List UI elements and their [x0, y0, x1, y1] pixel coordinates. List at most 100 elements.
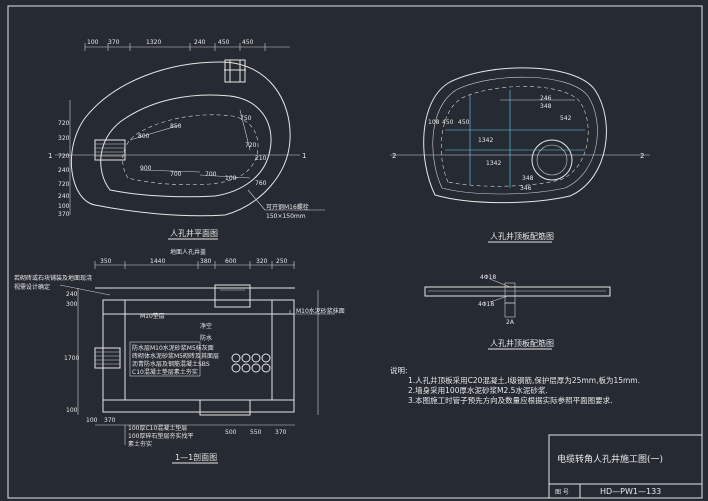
plan-callout-size: 150×150mm — [266, 213, 306, 220]
section-left-dim-2: 1700 — [64, 355, 79, 362]
detail-caption: 人孔井顶板配筋图 — [490, 338, 554, 348]
plan-inner-7: 100 — [225, 175, 237, 182]
plan-inner-8: 750 — [240, 115, 252, 122]
detail-label-top: 4Φ18 — [480, 274, 496, 281]
section-inner-label-2: M10垫层 — [140, 312, 165, 320]
section-layer-0: 防水层M10水泥砂浆M5抹灰面 — [132, 344, 214, 352]
roof-dim-4: 1342 — [486, 160, 501, 167]
plan-dims-left: 720 320 720 240 720 240 100 370 — [58, 120, 70, 218]
notes-heading: 说明: — [390, 365, 408, 375]
section-left-dim-1: 300 — [66, 301, 78, 308]
roof-dim-6: 348 — [522, 175, 534, 182]
plan-dim-left-2: 720 — [58, 153, 70, 160]
plan-dim-top-1: 370 — [108, 39, 120, 46]
section-bottom-note-1: 100厚碎石垫层夯实找平 — [128, 432, 193, 440]
title-block — [548, 434, 703, 499]
plan-dims-top: 100 370 1320 240 450 450 — [87, 39, 254, 46]
drawing-title: 电缆转角人孔井施工图(一) — [557, 453, 663, 465]
plan-inner-dims: 800 850 900 700 720 210 700 100 750 760 — [138, 115, 267, 187]
roof-view — [390, 67, 650, 204]
section-left-dims: 240 300 1700 100 — [64, 291, 79, 414]
plan-inner-0: 800 — [138, 133, 150, 140]
plan-dim-left-3: 240 — [58, 167, 70, 174]
section-bottom-dim-4: 370 — [275, 429, 287, 436]
section-right-callout: M10水泥砂浆抹面 — [296, 307, 345, 315]
plan-dim-left-0: 720 — [58, 120, 70, 127]
plan-dim-top-0: 100 — [87, 39, 99, 46]
roof-dim-7: 346 — [520, 185, 532, 192]
detail-section-mark: 2A — [506, 319, 515, 326]
section-caption: 1—1剖面图 — [175, 452, 217, 462]
notes-item-2: 2.墙身采用100厚水泥砂浆M2.5水泥砂浆. — [408, 385, 548, 395]
section-dim-top-4: 320 — [256, 258, 268, 265]
section-dim-top-5: 250 — [276, 258, 288, 265]
section-left-callout-1: 视需设计确定 — [14, 283, 50, 291]
section-dim-top-0: 350 — [100, 258, 112, 265]
notes-item-1: 1.人孔井顶板采用C20混凝土,I级钢筋,保护层厚为25mm,板为15mm. — [408, 375, 640, 385]
drawing-number: HD—PW1—133 — [600, 487, 661, 496]
section-bottom-note-2: 素土夯实 — [128, 440, 152, 448]
section-layer-2: 沥青防水层及钢筋混凝土SBS — [132, 360, 210, 368]
section-bottom-dims: 100 370 500 550 370 — [86, 417, 287, 436]
plan-dim-top-4: 450 — [218, 39, 230, 46]
roof-dims: 108 450 1342 246 1342 542 348 346 348 45… — [428, 95, 572, 192]
section-dim-top-3: 600 — [225, 258, 237, 265]
roof-dim-9: 450 — [458, 119, 470, 126]
plan-inner-2: 900 — [140, 165, 152, 172]
detail-view — [424, 278, 611, 318]
drawing-no-label: 图 号 — [555, 489, 569, 496]
detail-label-bottom: 4Φ18 — [478, 301, 494, 308]
roof-dim-1: 450 — [442, 119, 454, 126]
section-bottom-notes: 100厚C10混凝土垫层 100厚碎石垫层夯实找平 素土夯实 — [128, 424, 193, 448]
roof-section-mark-left: 2 — [392, 152, 396, 160]
plan-dim-top-3: 240 — [194, 39, 206, 46]
roof-dim-2: 1342 — [478, 137, 493, 144]
section-layer-3: C10混凝土垫层素土夯实 — [132, 368, 198, 376]
section-bottom-dim-3: 550 — [250, 429, 262, 436]
section-bottom-dim-1: 370 — [104, 417, 116, 424]
plan-section-mark-right: 1 — [302, 152, 306, 160]
notes-item-3: 3.本图施工时管子预先方向及数量应根据实际参照平面图要求. — [408, 395, 613, 405]
plan-dim-left-1: 320 — [58, 135, 70, 142]
plan-inner-1: 850 — [170, 123, 182, 130]
plan-inner-9: 760 — [255, 180, 267, 187]
plan-callout-bolt: 可开钢M16螺栓 — [266, 203, 309, 211]
plan-dim-top-2: 1320 — [146, 39, 161, 46]
section-top-label: 地面人孔井盖 — [170, 248, 206, 256]
roof-dim-0: 108 — [428, 119, 440, 126]
plan-view — [55, 43, 325, 217]
section-dim-top-1: 1440 — [150, 258, 165, 265]
section-bottom-dim-2: 500 — [225, 429, 237, 436]
section-view — [59, 261, 335, 445]
notes-block: 说明: 1.人孔井顶板采用C20混凝土,I级钢筋,保护层厚为25mm,板为15m… — [390, 365, 640, 405]
roof-section-mark-right: 2 — [640, 152, 644, 160]
section-left-dim-0: 240 — [66, 291, 78, 298]
roof-caption: 人孔井顶板配筋图 — [490, 231, 554, 241]
section-dims-top: 350 1440 380 600 320 250 — [100, 258, 288, 265]
plan-dim-left-4: 720 — [58, 181, 70, 188]
plan-dim-left-5: 240 — [58, 193, 70, 200]
plan-inner-6: 700 — [205, 171, 217, 178]
section-inner-label-0: 净空 — [200, 322, 212, 330]
section-bottom-note-0: 100厚C10混凝土垫层 — [128, 424, 187, 432]
roof-dim-5: 542 — [560, 115, 572, 122]
plan-dim-top-5: 450 — [242, 39, 254, 46]
plan-dim-left-7: 370 — [58, 211, 70, 218]
plan-inner-5: 210 — [255, 155, 267, 162]
section-left-callout-0: 若砌砖或石块铺装及地面现浇 — [14, 274, 92, 282]
plan-inner-3: 700 — [170, 171, 182, 178]
sheet-border — [7, 5, 703, 499]
plan-inner-4: 720 — [245, 142, 257, 149]
plan-section-mark-left: 1 — [48, 152, 52, 160]
section-dim-top-2: 380 — [200, 258, 212, 265]
section-inner-label-1: 防水 — [200, 334, 212, 342]
plan-caption: 人孔井平面图 — [170, 228, 218, 238]
section-bottom-dim-0: 100 — [86, 417, 98, 424]
roof-dim-3: 246 — [540, 95, 552, 102]
section-left-dim-3: 100 — [66, 407, 78, 414]
section-layer-labels: 防水层M10水泥砂浆M5抹灰面 砖砌体水泥砂浆M5砌砖及其面层 沥青防水层及钢筋… — [132, 344, 219, 376]
section-layer-1: 砖砌体水泥砂浆M5砌砖及其面层 — [132, 352, 219, 360]
roof-dim-8: 348 — [540, 103, 552, 110]
plan-dim-left-6: 100 — [58, 203, 70, 210]
